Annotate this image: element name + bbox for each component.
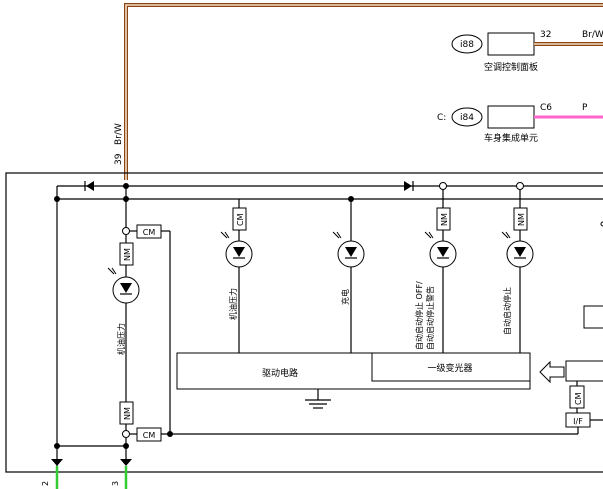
lamp-idle-nm-tag: NM: [517, 213, 526, 226]
lamp-charge-label: 充电: [340, 289, 350, 305]
lamp-charge: 充电: [332, 196, 365, 353]
lamp-idle-stop-off: NM 自动启动停止 OFF/ 自动启动停止警告: [414, 190, 457, 353]
bottom-pins: 2 3: [41, 459, 132, 489]
connector-i84-pin: C6: [540, 103, 552, 113]
lamp-idle-off-nm-tag: NM: [440, 213, 449, 226]
connector-i88-pin: 32: [540, 30, 551, 40]
connector-i88: i88 空调控制面板 32 Br/W: [451, 30, 603, 73]
lamp-oil1-nm-tag: NM: [123, 248, 132, 261]
bottom-nm-tag: NM: [123, 407, 132, 420]
main-wire-pin: 39: [114, 153, 124, 165]
dimmer-label: 一级变光器: [427, 362, 472, 374]
bottom-pin-2: 2: [41, 481, 50, 486]
right-cm-tag: CM: [574, 392, 583, 405]
connector-i84-name: 车身集成单元: [484, 132, 538, 144]
lamp-oil2-label: 机油压力: [228, 288, 238, 320]
right-blocks: CM I/F: [565, 221, 603, 434]
lamp-idle-off-label-2: 自动启动停止警告: [425, 286, 435, 350]
lamp-oil1-label: 机油压力: [116, 323, 126, 355]
lamp-oil1-cm-tag: CM: [143, 228, 156, 237]
lamp-idle-stop: NM 自动启动停止: [501, 190, 534, 353]
br-w-harness: [124, 3, 603, 180]
connector-i84-prefix: C:: [437, 113, 446, 123]
cluster-outline: [5, 172, 603, 473]
connector-i84: C: i84 车身集成单元 C6 P: [437, 103, 603, 144]
connector-i88-name: 空调控制面板: [484, 61, 538, 73]
bottom-path: NM CM: [57, 401, 578, 459]
main-wire-color: Br/W: [114, 123, 124, 145]
connector-i88-wire-color: Br/W: [582, 30, 603, 40]
lamp-idle-off-label-1: 自动启动停止 OFF/: [414, 281, 424, 350]
lamp-idle-label: 自动启动停止: [502, 287, 512, 335]
bottom-pin-3: 3: [111, 481, 120, 486]
driver-circuit-label: 驱动电路: [262, 367, 298, 379]
right-if-tag: I/F: [573, 417, 583, 426]
connector-i84-wire-color: P: [582, 103, 588, 113]
connector-i88-id: i88: [460, 40, 474, 50]
lamp-oil-pressure-2: CM 机油压力: [220, 199, 253, 353]
driver-block: 驱动电路 一级变光器: [176, 352, 565, 409]
bottom-cm-tag: CM: [143, 431, 156, 440]
lamp-oil-pressure-1: CM NM 机油压力: [107, 186, 171, 434]
lamp-oil2-cm-tag: CM: [236, 213, 245, 226]
connector-i84-id: i84: [460, 113, 474, 123]
top-bus: [56, 181, 603, 200]
